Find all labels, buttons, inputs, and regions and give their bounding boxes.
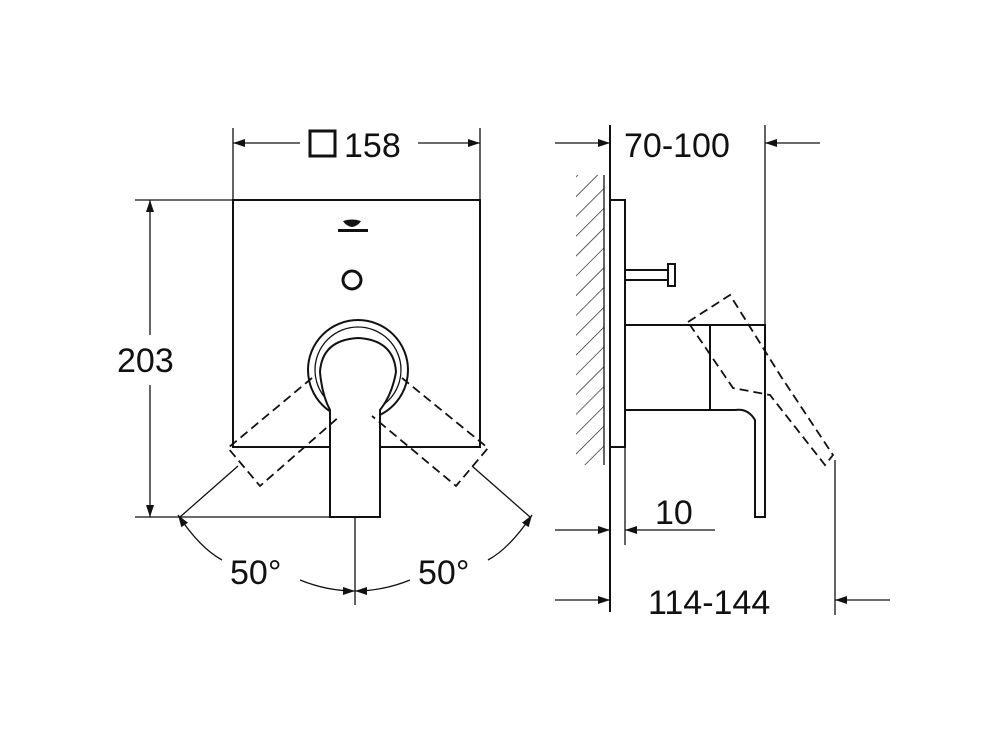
- height-dimension: 203: [117, 199, 330, 518]
- depth-label: 70-100: [624, 127, 730, 165]
- plate-offset-dimension: 10: [555, 447, 715, 545]
- depth-dimension: 70-100: [555, 125, 820, 325]
- logo: [338, 219, 368, 232]
- side-plate: [609, 199, 626, 448]
- handle-body: [624, 324, 711, 411]
- angle-left-label: 50°: [230, 554, 281, 592]
- front-view: 158 203: [117, 127, 533, 605]
- wall-hatching: [576, 175, 604, 465]
- side-view: 70-100 10 114-144: [555, 125, 890, 622]
- square-symbol-icon: [308, 129, 337, 158]
- diverter-button: [341, 269, 363, 291]
- total-depth-label: 114-144: [648, 584, 770, 622]
- handle: [307, 319, 409, 518]
- handle-rotated-right: [371, 377, 490, 488]
- lever-side-rotated: [686, 293, 835, 467]
- width-dimension: 158: [232, 127, 481, 200]
- total-depth-dimension: 114-144: [555, 460, 890, 622]
- handle-rotated-left: [226, 377, 341, 488]
- angle-dimension: 50° 50°: [177, 465, 533, 605]
- angle-right-label: 50°: [418, 554, 469, 592]
- lever-side: [709, 324, 766, 518]
- width-label: 158: [344, 127, 401, 165]
- cover-plate: [232, 199, 481, 448]
- height-label: 203: [117, 342, 174, 380]
- plate-offset-label: 10: [655, 494, 693, 532]
- diverter-knob: [625, 263, 676, 287]
